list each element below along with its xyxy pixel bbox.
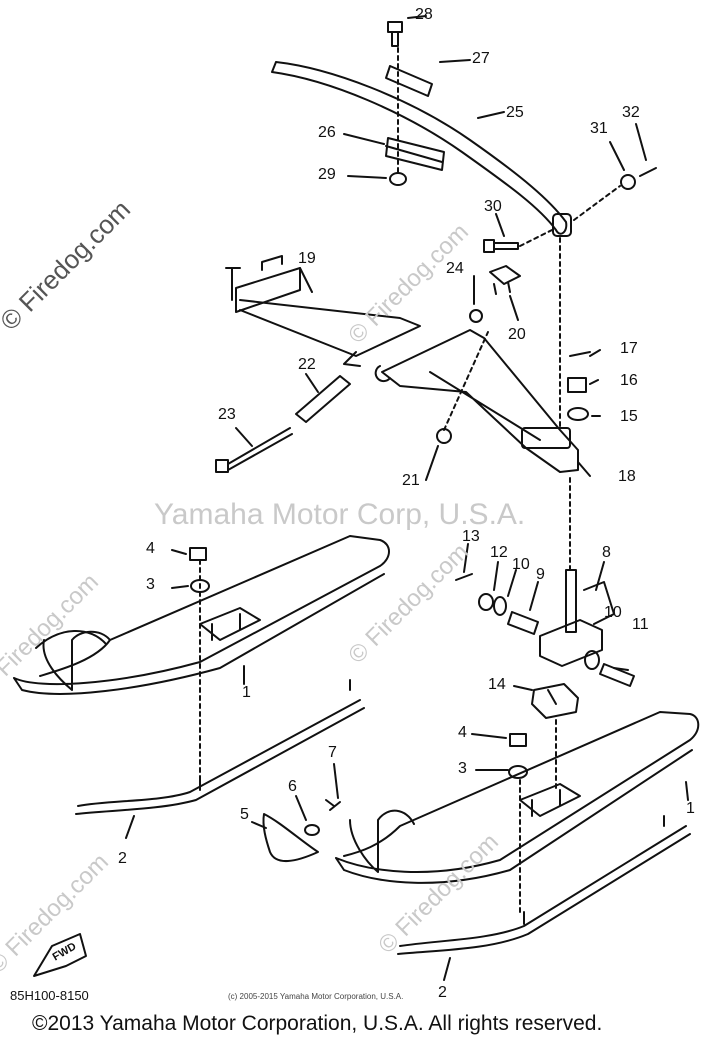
label-29: 29 [318,166,336,183]
nut-21 [436,428,452,444]
washer-10a [493,596,507,616]
nut-29 [389,172,407,186]
washer-3a [190,579,210,593]
pad-26 [385,137,445,171]
washer-10b [584,650,600,670]
nut-4a [189,547,207,561]
label-4b: 4 [458,724,467,741]
label-23: 23 [218,406,236,423]
label-11: 11 [632,616,649,633]
bushing-9 [507,611,539,635]
ski-flap-5 [262,813,319,862]
nut-4b [509,733,527,747]
washer-15 [567,407,589,421]
label-17: 17 [620,340,638,357]
label-5: 5 [240,806,249,823]
label-14: 14 [488,676,506,693]
corp-watermark: Yamaha Motor Corp, U.S.A. [154,498,526,531]
bolt-28 [387,21,403,47]
label-24: 24 [446,260,464,277]
label-12: 12 [490,544,508,561]
cotter-17 [569,351,591,357]
label-15: 15 [620,408,638,425]
fwd-arrow [33,933,87,977]
label-8: 8 [602,544,611,561]
pin-13 [455,573,473,581]
nut-24 [469,309,483,323]
nut-16 [567,377,587,393]
small-copyright: (c) 2005-2015 Yamaha Motor Corporation, … [228,992,404,1001]
label-6: 6 [288,778,297,795]
stopper-14 [531,683,579,719]
bolt-30 [483,239,519,253]
label-20: 20 [508,326,526,343]
pin-32 [639,167,657,177]
nut-31 [620,174,636,190]
label-10b: 10 [604,604,622,621]
washer-3b [508,765,528,779]
sleeve-22 [295,375,351,423]
label-7: 7 [328,744,337,761]
label-1a: 1 [242,684,251,701]
spindle-housing [521,427,571,449]
right-runner [397,815,691,955]
spindle-8 [539,569,615,667]
lower-a-arm [374,329,579,473]
label-19: 19 [298,250,316,267]
right-ski-bracket [519,783,581,817]
spring-eye [552,213,572,237]
label-2a: 2 [118,850,127,867]
label-2b: 2 [438,984,447,1001]
label-10a: 10 [512,556,530,573]
upper-a-arm [225,255,421,367]
label-3b: 3 [458,760,467,777]
line-art [13,15,700,981]
label-13: 13 [462,528,480,545]
bolt-11 [599,663,635,687]
left-ski [13,535,390,695]
label-1b: 1 [686,800,695,817]
label-28: 28 [415,6,433,23]
washer-6 [304,824,320,836]
label-26: 26 [318,124,336,141]
label-27: 27 [472,50,490,67]
plate-27 [385,65,433,97]
label-21: 21 [402,472,420,489]
leaf-spring [271,61,568,235]
drawing-number: 85H100-8150 [10,988,89,1003]
label-16: 16 [620,372,638,389]
label-22: 22 [298,356,316,373]
label-4a: 4 [146,540,155,557]
rivet-7 [325,799,341,811]
left-ski-bracket [199,607,261,641]
bolt-23 [215,427,293,473]
label-3a: 3 [146,576,155,593]
washer-12 [478,593,494,611]
footer-copyright: ©2013 Yamaha Motor Corporation, U.S.A. A… [32,1012,603,1035]
right-ski [335,711,700,884]
label-18: 18 [618,468,636,485]
cap-20 [489,265,521,295]
left-runner [75,679,365,815]
label-31: 31 [590,120,608,137]
label-25: 25 [506,104,524,121]
label-32: 32 [622,104,640,121]
label-30: 30 [484,198,502,215]
label-9: 9 [536,566,545,583]
